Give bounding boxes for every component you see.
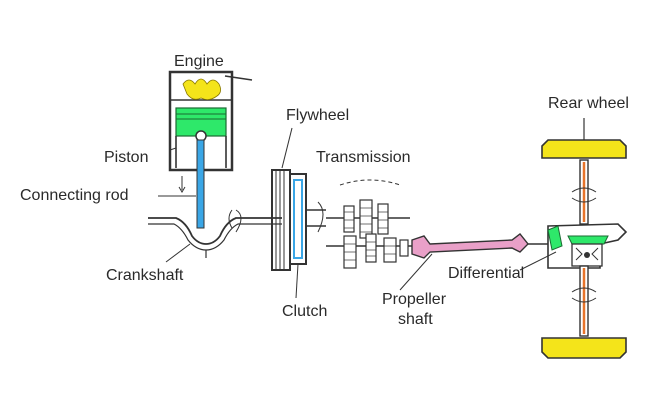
piston	[175, 107, 227, 193]
label-rear-wheel: Rear wheel	[548, 95, 629, 112]
label-differential: Differential	[448, 265, 524, 282]
combustion-flame	[182, 78, 221, 100]
transmission-gearbox	[326, 179, 414, 269]
flywheel	[271, 169, 291, 271]
label-piston: Piston	[104, 149, 148, 166]
label-propeller-shaft-line2: shaft	[398, 311, 433, 328]
label-crankshaft: Crankshaft	[106, 267, 184, 284]
label-clutch: Clutch	[282, 303, 327, 320]
differential	[547, 223, 628, 269]
crankshaft	[148, 209, 282, 258]
label-transmission: Transmission	[316, 149, 411, 166]
rear-wheel-upper	[541, 118, 627, 159]
leader-lines	[158, 127, 557, 299]
rear-axle	[571, 159, 597, 337]
label-flywheel: Flywheel	[286, 107, 349, 124]
label-connecting-rod: Connecting rod	[20, 187, 129, 204]
label-engine: Engine	[174, 53, 224, 70]
label-propeller-shaft-line1: Propeller	[382, 291, 447, 308]
rear-wheel-lower	[541, 337, 627, 359]
connecting-rod	[196, 139, 205, 229]
clutch	[290, 173, 326, 265]
propeller-shaft	[411, 233, 548, 259]
